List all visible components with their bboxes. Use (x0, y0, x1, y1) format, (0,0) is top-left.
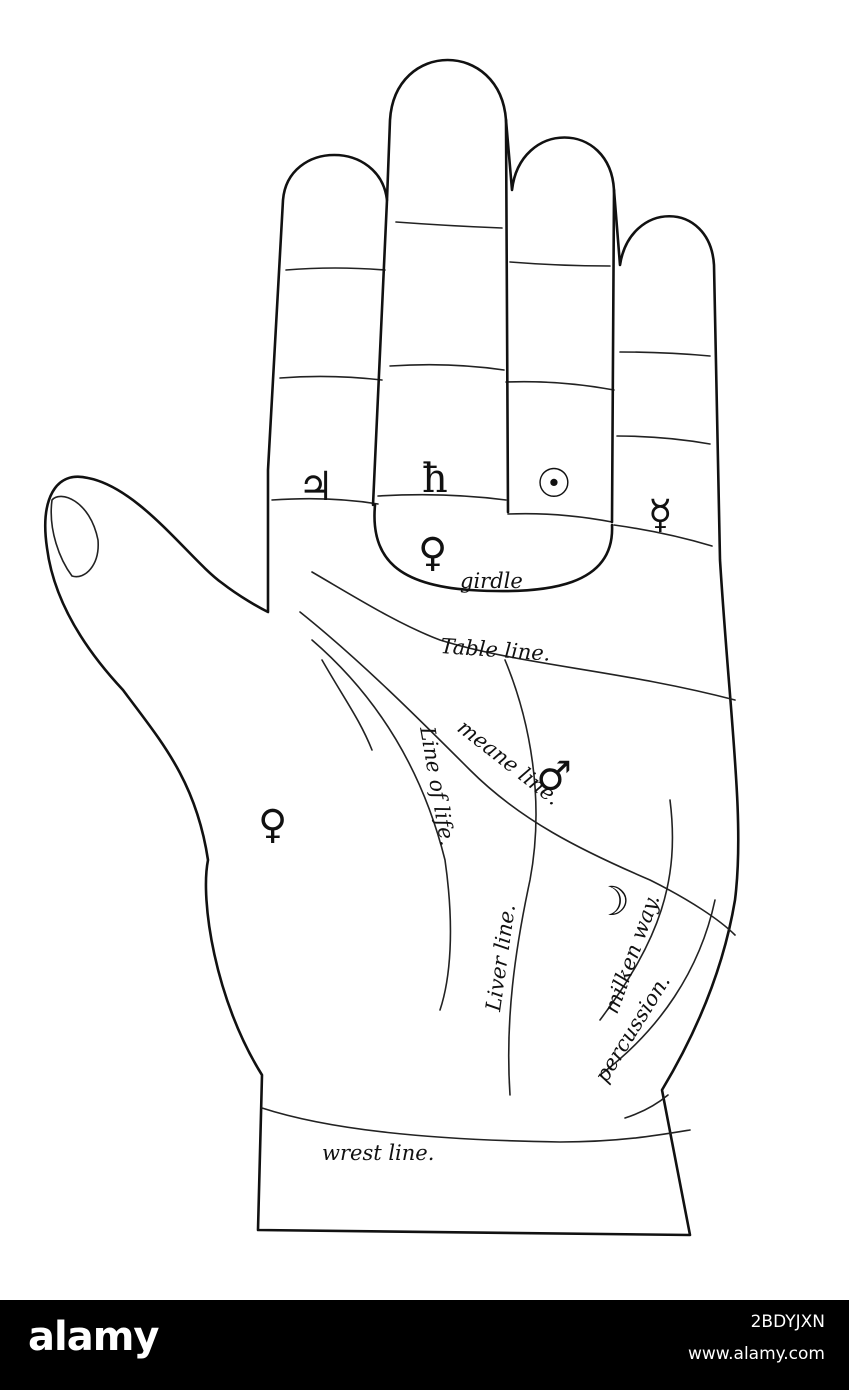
index-crease-3 (271, 497, 379, 505)
palmistry-diagram: ♃ ħ ☉ ☿ ♀ ♂ ♀ ☽ girdle Table line. meane… (44, 58, 740, 1237)
mars-symbol: ♂ (536, 754, 572, 800)
table-line (311, 571, 736, 701)
girdle-label: girdle (460, 569, 523, 593)
jupiter-symbol: ♃ (298, 464, 334, 510)
percussion-label: percussion. (590, 970, 675, 1086)
line-of-life-inner (321, 659, 373, 751)
liver-line (504, 659, 537, 1096)
percussion-line (599, 899, 716, 1076)
table-line-label: Table line. (440, 634, 552, 666)
thumbnail (50, 495, 99, 578)
hand-outline (44, 58, 740, 1237)
middle-crease-3 (377, 493, 507, 501)
milken-way-line (599, 799, 674, 1021)
finger-gap-2 (504, 118, 510, 514)
saturn-symbol: ħ (422, 456, 448, 502)
moon-symbol: ☽ (594, 879, 630, 925)
wrest-line-label: wrest line. (322, 1141, 434, 1165)
watermark-footer: alamy 2BDYJXN www.alamy.com (0, 1300, 849, 1390)
liver-line-label: Liver line. (481, 903, 520, 1014)
index-crease-2 (279, 375, 383, 381)
little-crease-1 (619, 351, 711, 357)
site-url: www.alamy.com (687, 1344, 825, 1364)
venus-girdle-symbol: ♀ (418, 530, 447, 576)
ring-crease-2 (505, 380, 615, 391)
ring-crease-3 (507, 512, 613, 523)
sun-symbol: ☉ (536, 461, 572, 507)
venus-thumb-symbol: ♀ (258, 802, 287, 848)
middle-crease-1 (395, 221, 503, 229)
mercury-symbol: ☿ (648, 492, 673, 538)
middle-crease-2 (389, 363, 505, 371)
line-of-life-label: Line of life. (415, 724, 460, 848)
alamy-logo: alamy (28, 1314, 159, 1360)
ring-crease-1 (509, 261, 611, 267)
image-id: 2BDYJXN (750, 1312, 825, 1332)
hand-drawing: ♃ ħ ☉ ☿ ♀ ♂ ♀ ☽ girdle Table line. meane… (44, 58, 740, 1237)
girdle-of-venus (373, 503, 614, 593)
wrist-line (261, 1107, 691, 1143)
wrist-crease (624, 1094, 669, 1119)
line-of-life (311, 639, 452, 1011)
finger-gap-3 (610, 188, 616, 524)
meane-line (299, 611, 736, 936)
little-crease-3 (613, 524, 713, 547)
index-crease-1 (285, 267, 386, 271)
finger-gap-1 (371, 198, 389, 507)
little-crease-2 (616, 435, 711, 445)
